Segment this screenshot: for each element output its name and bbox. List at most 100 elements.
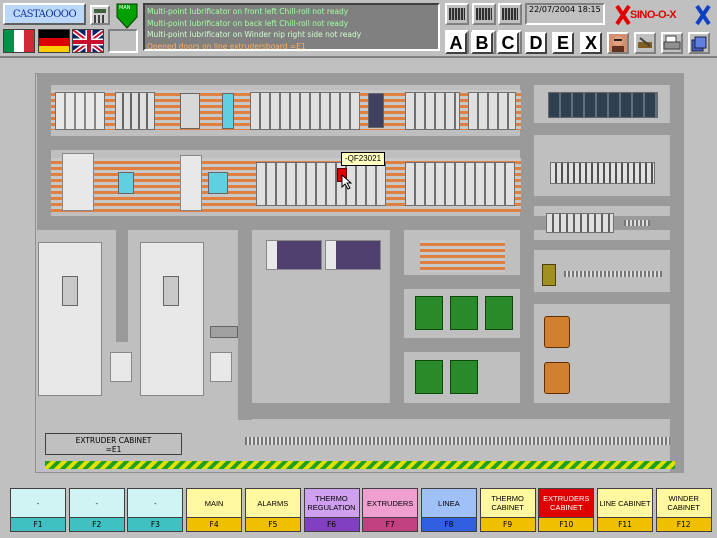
letter-c-button[interactable]: C bbox=[497, 32, 519, 54]
function-key-f3[interactable]: -F3 bbox=[127, 488, 184, 534]
alarm-message: Opened doors on line extrudersboard =E1 bbox=[147, 41, 306, 51]
terminal-strip bbox=[564, 271, 662, 277]
calculator-icon[interactable] bbox=[90, 5, 110, 25]
din-module-group bbox=[405, 162, 515, 206]
inverter-panel bbox=[38, 242, 102, 396]
frame-rail bbox=[37, 136, 527, 150]
function-key-code: F4 bbox=[186, 518, 243, 532]
frame-rail bbox=[534, 240, 674, 250]
castaoooo-logo-button[interactable]: CASTAOOOO bbox=[3, 3, 86, 25]
terminal-block-row bbox=[550, 162, 655, 184]
brand-logo-text: SINO-O-X bbox=[630, 9, 677, 21]
inverter-display bbox=[62, 276, 78, 306]
cabinet-label-id: =E1 bbox=[105, 445, 122, 454]
pcb-board bbox=[450, 360, 478, 394]
function-key-label: ALARMS bbox=[244, 488, 301, 518]
printer-icon[interactable] bbox=[661, 32, 683, 54]
frame-rail bbox=[238, 230, 252, 420]
letter-d-button[interactable]: D bbox=[525, 32, 547, 54]
transformer-module bbox=[544, 316, 570, 348]
letter-a-button[interactable]: A bbox=[445, 32, 467, 54]
function-key-code: F1 bbox=[10, 518, 66, 532]
frame-rail bbox=[37, 73, 683, 85]
terminal-box bbox=[210, 352, 232, 382]
function-key-label: THERMO REGULATION bbox=[303, 488, 360, 518]
din-module-group bbox=[405, 92, 460, 130]
terminal-module bbox=[118, 172, 134, 194]
function-key-label: EXTRUDERS CABINET bbox=[538, 488, 595, 518]
monitor-status-icon[interactable] bbox=[498, 3, 522, 25]
mouse-cursor-icon bbox=[341, 173, 353, 192]
function-key-label: - bbox=[10, 488, 66, 518]
terminal-module bbox=[208, 172, 228, 194]
drive-unit bbox=[325, 240, 381, 270]
empty-slot bbox=[108, 29, 138, 53]
frame-rail bbox=[390, 230, 404, 405]
letter-e-button[interactable]: E bbox=[552, 32, 574, 54]
transformer-module bbox=[544, 362, 570, 394]
terminal-box bbox=[110, 352, 132, 382]
frame-rail bbox=[404, 338, 524, 352]
monitor-status-icon[interactable] bbox=[472, 3, 496, 25]
alarm-message: Multi-point lubrificator on Winder nip r… bbox=[147, 30, 362, 39]
date-time-display: 22/07/2004 18:15 bbox=[525, 3, 605, 25]
breaker-module bbox=[180, 155, 202, 211]
pcb-board bbox=[415, 296, 443, 330]
function-key-f2[interactable]: -F2 bbox=[68, 488, 125, 534]
relay-module bbox=[542, 264, 556, 286]
italian-flag-icon[interactable] bbox=[3, 29, 35, 53]
power-supply-module bbox=[62, 153, 94, 211]
function-key-code: F9 bbox=[479, 518, 536, 532]
function-key-label: - bbox=[68, 488, 125, 518]
german-flag-icon[interactable] bbox=[38, 29, 70, 53]
din-module-group bbox=[55, 92, 105, 130]
function-key-code: F2 bbox=[68, 518, 125, 532]
function-key-code: F6 bbox=[303, 518, 360, 532]
pcb-board bbox=[450, 296, 478, 330]
frame-rail bbox=[238, 403, 684, 419]
frame-rail bbox=[116, 230, 128, 342]
function-key-label: LINEA bbox=[420, 488, 477, 518]
extruder-cabinet-label: EXTRUDER CABINET =E1 bbox=[45, 433, 182, 455]
din-module-group bbox=[115, 92, 155, 130]
man-mode-badge-icon: MAN bbox=[116, 3, 138, 29]
function-key-label: EXTRUDERS bbox=[362, 488, 419, 518]
cabinet-label-title: EXTRUDER CABINET bbox=[75, 436, 152, 445]
monitor-status-icon[interactable] bbox=[445, 3, 469, 25]
plc-rack bbox=[548, 92, 658, 118]
function-key-f1[interactable]: -F1 bbox=[10, 488, 66, 534]
letter-b-button[interactable]: B bbox=[471, 32, 493, 54]
alarm-message: Multi-point lubrificator on back left Ch… bbox=[147, 18, 349, 28]
disk-stack-icon[interactable] bbox=[688, 32, 710, 54]
uk-flag-icon[interactable] bbox=[72, 29, 104, 53]
terminal-module bbox=[222, 93, 234, 129]
function-key-code: F3 bbox=[127, 518, 184, 532]
frame-rail bbox=[534, 196, 674, 206]
function-key-code: F11 bbox=[597, 518, 653, 532]
ground-bar bbox=[45, 461, 675, 469]
frame-rail bbox=[520, 73, 534, 403]
function-key-code: F5 bbox=[244, 518, 301, 532]
inverter-display bbox=[163, 276, 179, 306]
pcb-board bbox=[485, 296, 513, 330]
terminal-block-row bbox=[546, 213, 614, 233]
function-key-code: F8 bbox=[420, 518, 477, 532]
inverter-panel bbox=[140, 242, 204, 396]
component-tooltip: -QF23021 bbox=[341, 152, 386, 166]
drive-unit bbox=[266, 240, 322, 270]
man-mode-badge-label: MAN bbox=[119, 5, 131, 11]
frame-rail bbox=[534, 123, 674, 135]
operator-portrait-icon[interactable] bbox=[607, 32, 629, 54]
function-key-code: F12 bbox=[655, 518, 712, 532]
letter-x-button[interactable]: X bbox=[580, 32, 602, 54]
tools-icon[interactable] bbox=[634, 32, 656, 54]
